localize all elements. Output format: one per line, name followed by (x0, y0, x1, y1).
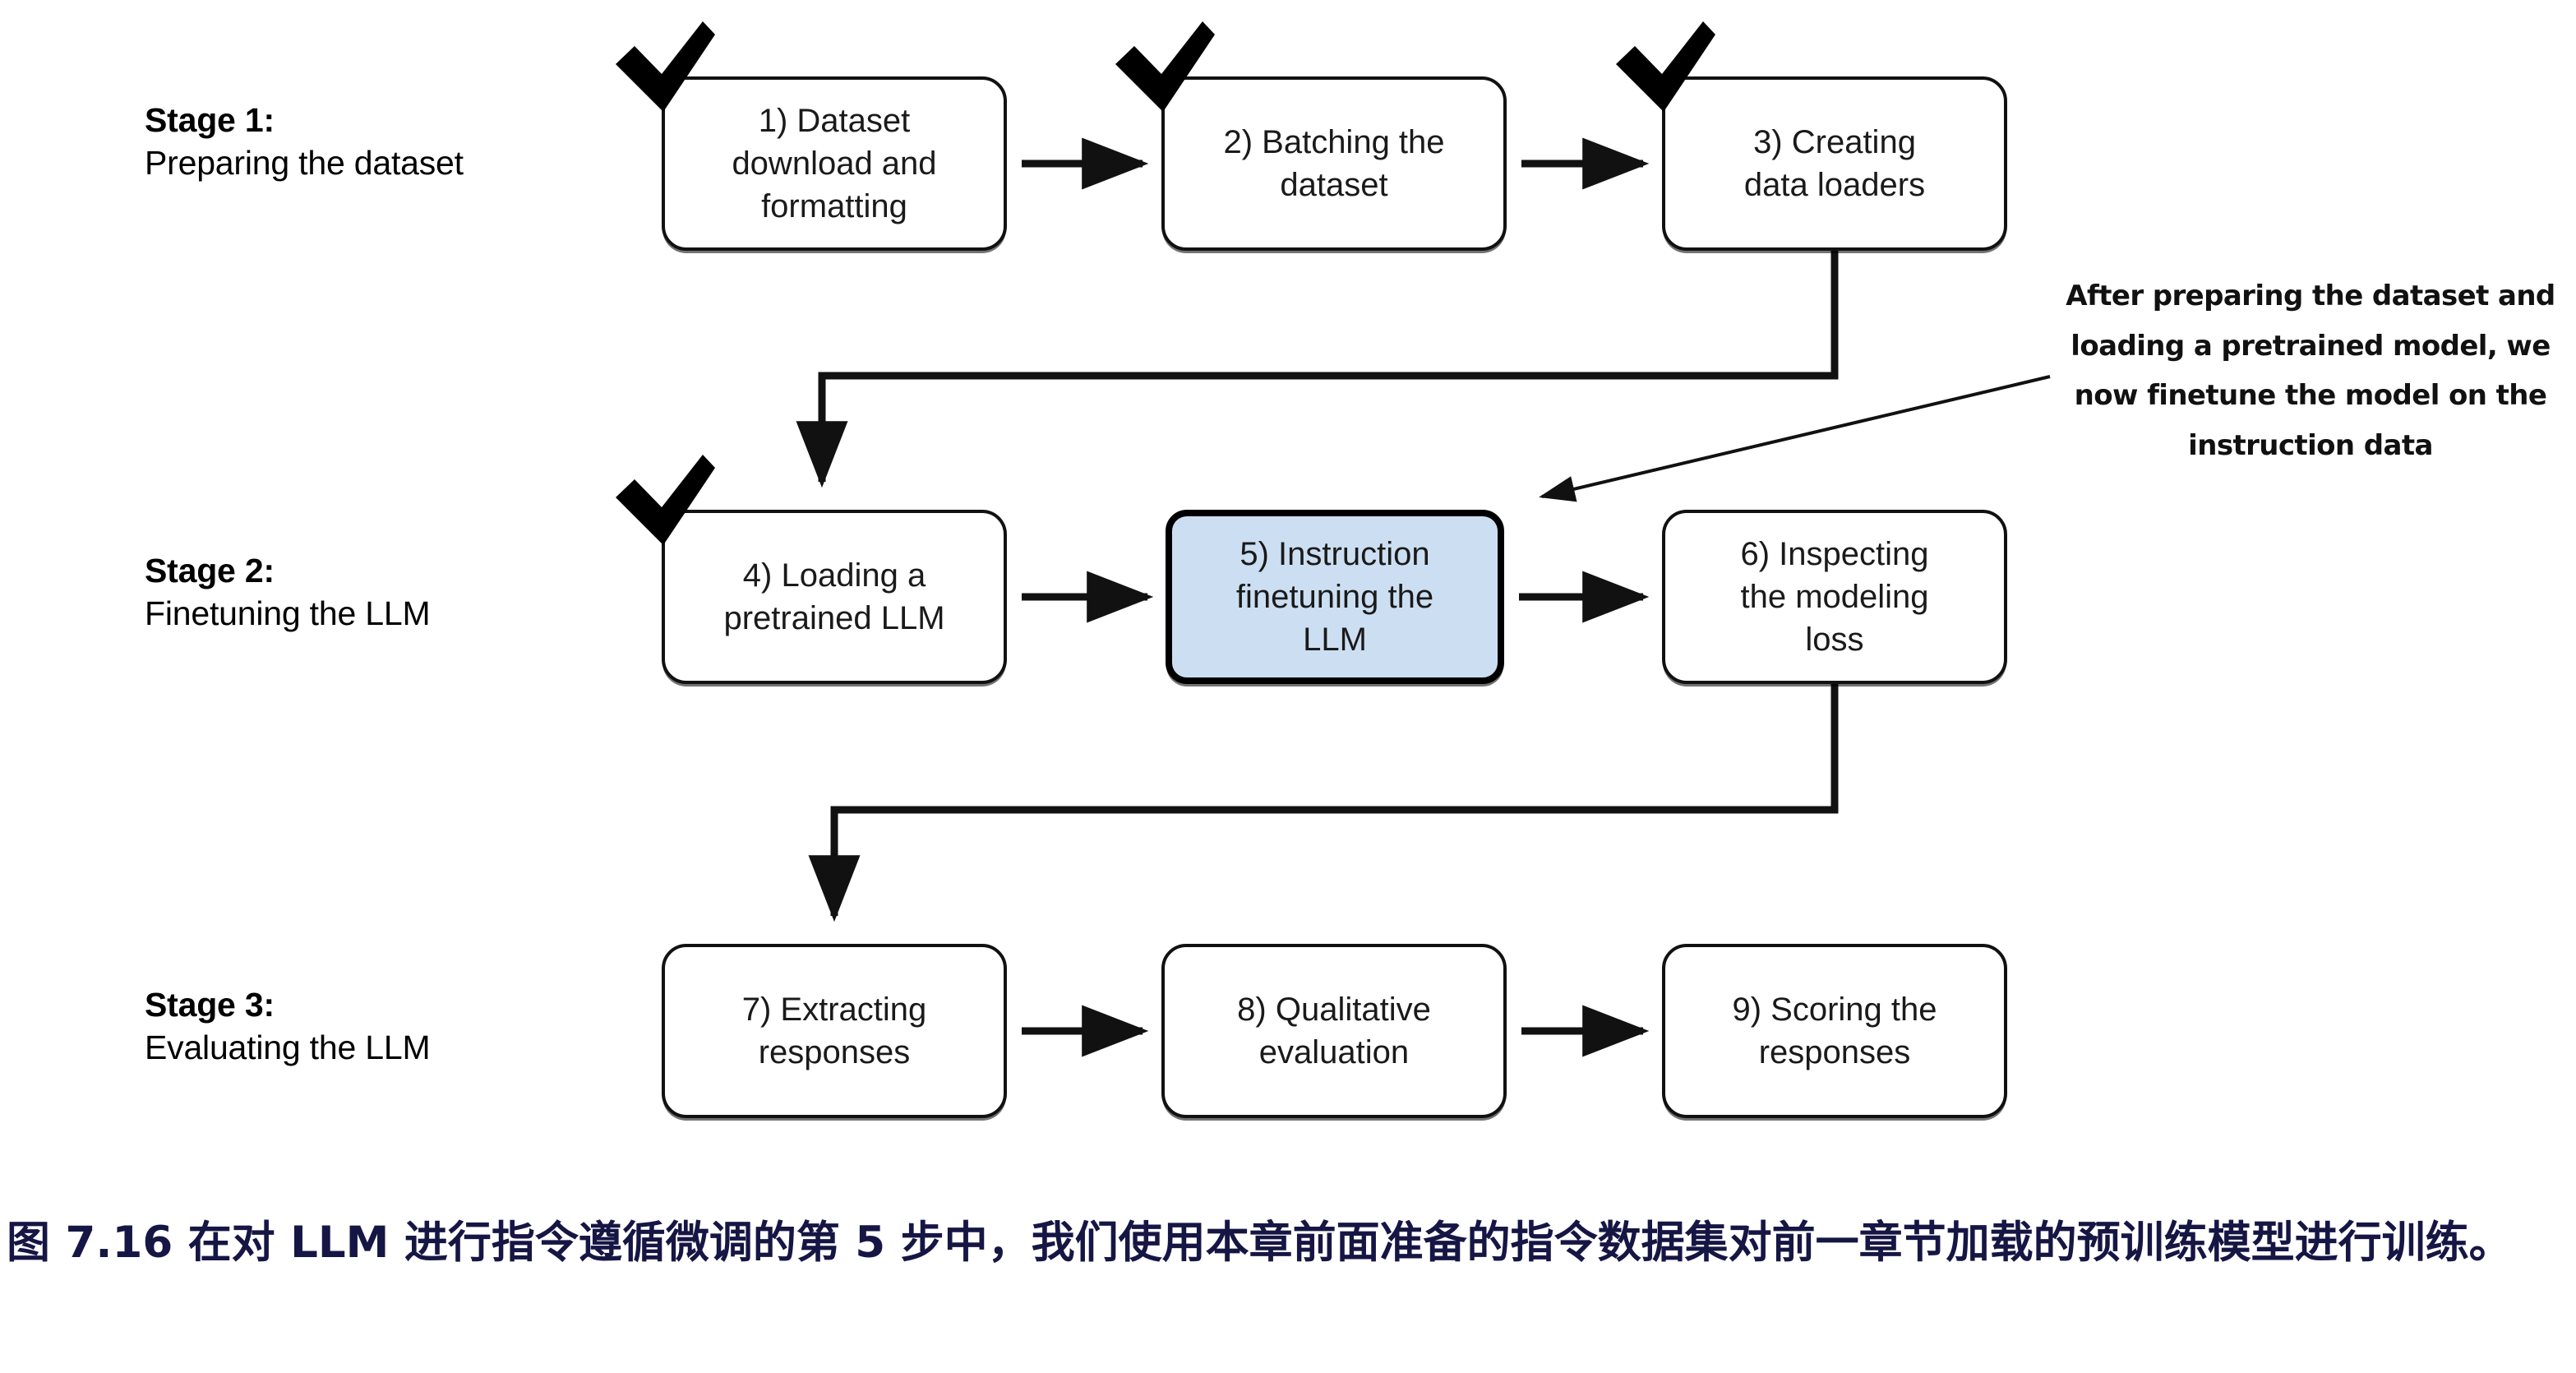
flow-step-8-label: 8) Qualitative evaluation (1237, 992, 1431, 1070)
stage-3-title: Stage 3: (145, 986, 275, 1024)
flow-step-4-label: 4) Loading a pretrained LLM (723, 557, 945, 636)
stage-2-label: Stage 2: Finetuning the LLM (145, 549, 431, 636)
stage-3-label: Stage 3: Evaluating the LLM (145, 983, 431, 1070)
check-icon (1616, 21, 1715, 112)
flow-step-9-scoring-the-responses[interactable]: 9) Scoring the responses (1662, 944, 2007, 1118)
check-icon (1115, 21, 1215, 112)
flow-step-1-label: 1) Dataset download and formatting (732, 103, 937, 224)
flow-step-7-extracting-responses[interactable]: 7) Extracting responses (662, 944, 1007, 1118)
connector-box6-to-box7 (808, 684, 1839, 922)
stage-1-title: Stage 1: (145, 101, 275, 139)
flow-step-7-label: 7) Extracting responses (741, 992, 927, 1070)
flow-step-2-label: 2) Batching the dataset (1223, 124, 1445, 203)
flow-step-8-qualitative-evaluation[interactable]: 8) Qualitative evaluation (1161, 944, 1507, 1118)
flow-step-6-inspecting-the-modeling-loss[interactable]: 6) Inspecting the modeling loss (1662, 510, 2007, 684)
flow-step-9-label: 9) Scoring the responses (1732, 992, 1937, 1070)
stage-1-label: Stage 1: Preparing the dataset (145, 99, 464, 185)
flow-step-4-loading-a-pretrained-llm[interactable]: 4) Loading a pretrained LLM (662, 510, 1007, 684)
annotation-line-3: now finetune the model on the (2074, 379, 2547, 413)
stage-2-subtitle: Finetuning the LLM (145, 594, 431, 633)
annotation-note: After preparing the dataset and loading … (2052, 271, 2569, 470)
stage-3-subtitle: Evaluating the LLM (145, 1029, 431, 1067)
flow-step-1-dataset-download-and-formatting[interactable]: 1) Dataset download and formatting (662, 76, 1007, 251)
flow-step-2-batching-the-dataset[interactable]: 2) Batching the dataset (1161, 76, 1507, 251)
stage-1-subtitle: Preparing the dataset (145, 144, 464, 183)
flow-step-6-label: 6) Inspecting the modeling loss (1740, 536, 1929, 658)
flow-step-3-label: 3) Creating data loaders (1743, 124, 1926, 203)
connector-box3-to-box4 (796, 251, 1839, 488)
annotation-line-4: instruction data (2188, 428, 2433, 462)
figure-caption: 图 7.16 在对 LLM 进行指令遵循微调的第 5 步中，我们使用本章前面准备… (7, 1218, 2513, 1268)
annotation-line-1: After preparing the dataset and (2066, 280, 2555, 312)
annotation-line-2: loading a pretrained model, we (2070, 329, 2551, 363)
annotation-pointer-arrow (1539, 375, 2051, 502)
check-icon (616, 455, 715, 545)
flow-step-3-creating-data-loaders[interactable]: 3) Creating data loaders (1662, 76, 2007, 251)
check-icon (616, 21, 715, 112)
flow-step-5-instruction-finetuning-the-llm[interactable]: 5) Instruction finetuning the LLM (1166, 510, 1504, 684)
stage-2-title: Stage 2: (145, 552, 275, 589)
flow-step-5-label: 5) Instruction finetuning the LLM (1235, 536, 1434, 658)
